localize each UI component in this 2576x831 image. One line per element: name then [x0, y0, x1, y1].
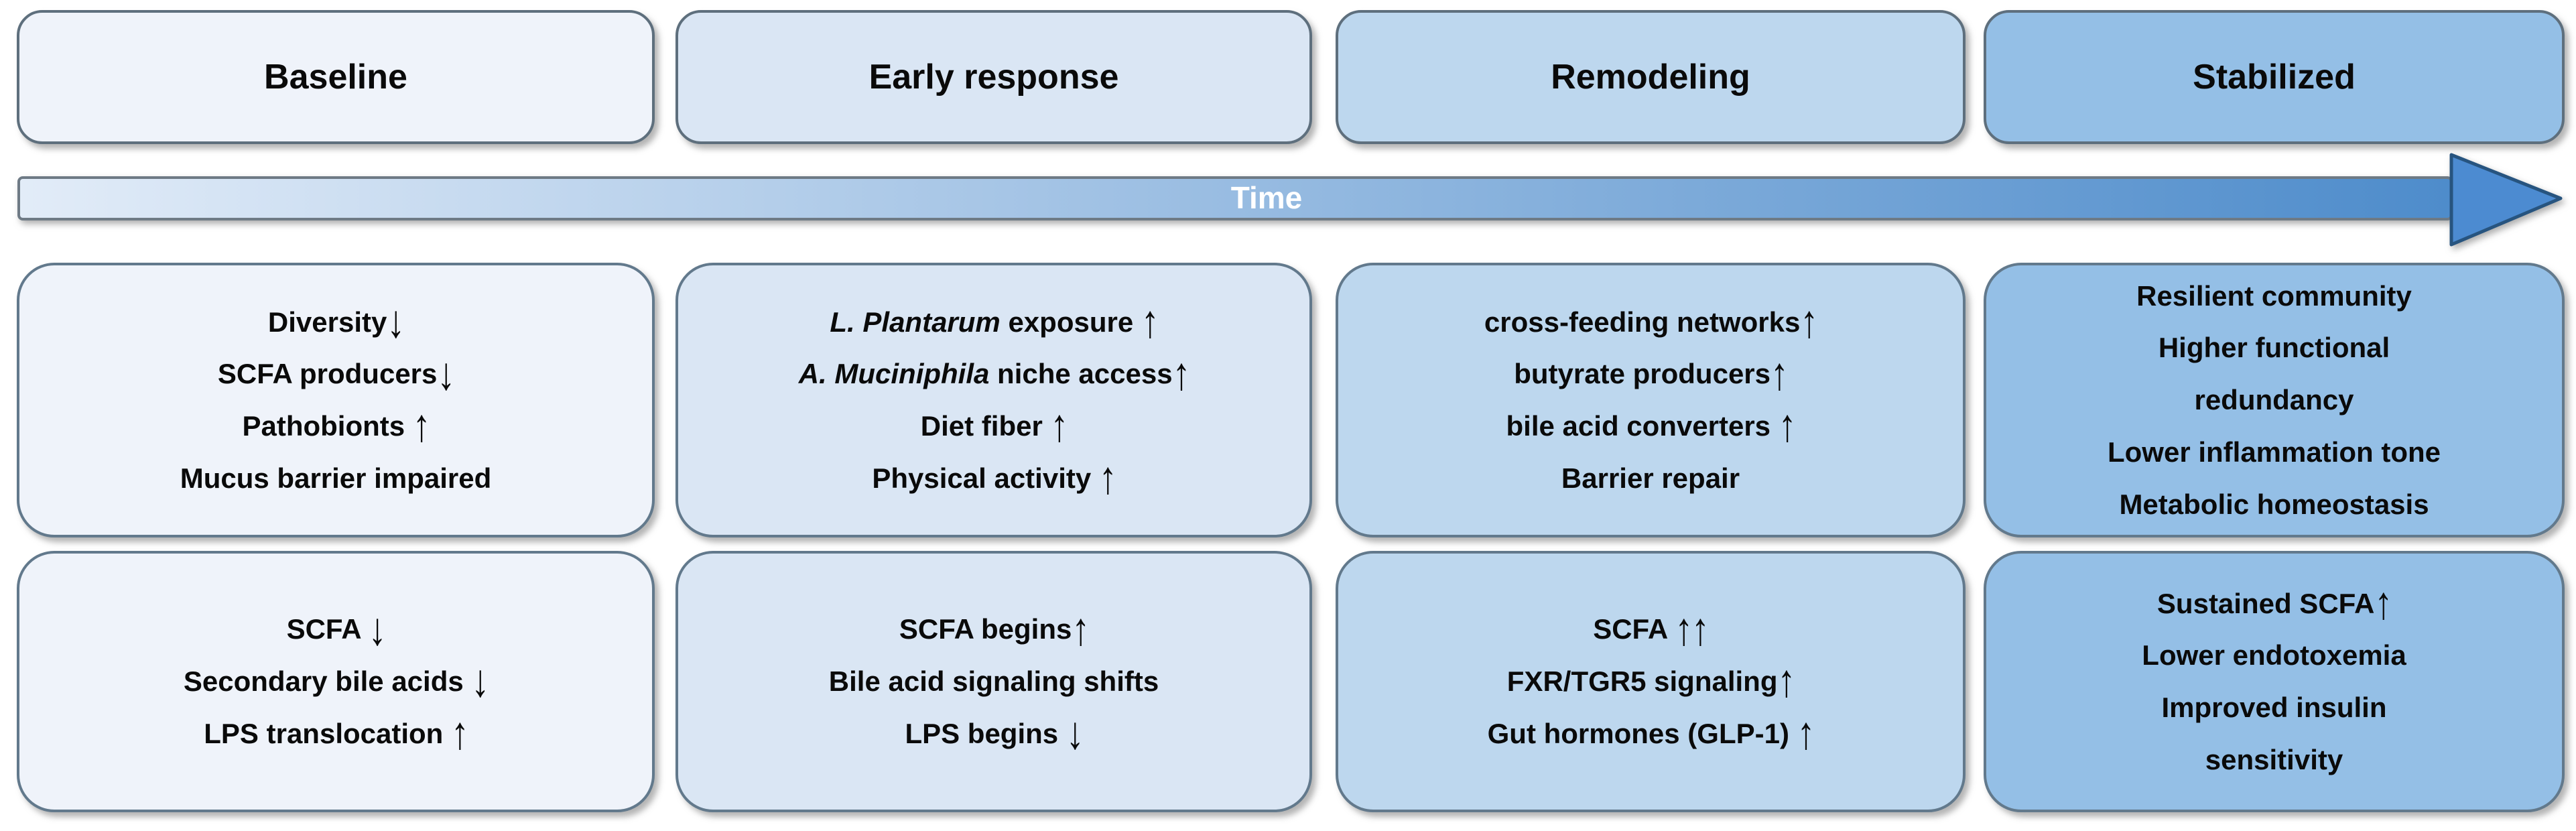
phase-header-stabilized: Stabilized — [1984, 10, 2565, 144]
box-text-line: A. Muciniphila niche access↑ — [798, 348, 1191, 399]
box-text-line: Bile acid signaling shifts — [828, 665, 1159, 698]
box-text-line: Gut hormones (GLP-1) ↑ — [1487, 707, 1815, 759]
time-arrow: Time — [17, 151, 2565, 249]
box-text-line: sensitivity — [2205, 743, 2343, 775]
box-text-line: SCFA ↑↑ — [1593, 603, 1710, 655]
box-text-line: Resilient community — [2136, 279, 2412, 312]
box-text-line: LPS translocation ↑ — [204, 707, 469, 759]
box-early-response-exposures: L. Plantarum exposure ↑A. Muciniphila ni… — [675, 263, 1312, 537]
phase-header-early-response: Early response — [675, 10, 1312, 144]
box-text-line: FXR/TGR5 signaling↑ — [1506, 655, 1796, 707]
phase-header-baseline: Baseline — [17, 10, 655, 144]
box-text-line: Pathobionts ↑ — [242, 399, 430, 452]
box-text-line: Secondary bile acids ↓ — [183, 655, 489, 707]
box-text-line: Mucus barrier impaired — [180, 462, 492, 494]
box-text-line: Metabolic homeostasis — [2119, 488, 2429, 520]
box-text-line: SCFA producers↓ — [217, 348, 455, 399]
box-baseline-metabolites: SCFA ↓Secondary bile acids ↓LPS transloc… — [17, 551, 655, 812]
box-text-line: Higher functional — [2158, 332, 2390, 364]
box-text-line: bile acid converters ↑ — [1506, 399, 1797, 452]
time-label: Time — [1230, 180, 1303, 215]
box-remodeling-networks: cross-feeding networks↑butyrate producer… — [1336, 263, 1966, 537]
box-text-line: redundancy — [2194, 384, 2354, 416]
box-remodeling-metabolites: SCFA ↑↑FXR/TGR5 signaling↑Gut hormones (… — [1336, 551, 1966, 812]
box-text-line: Barrier repair — [1561, 462, 1740, 494]
box-text-line: Physical activity ↑ — [872, 452, 1116, 504]
box-text-line: cross-feeding networks↑ — [1484, 296, 1818, 348]
box-text-line: L. Plantarum exposure ↑ — [830, 296, 1159, 348]
phase-header-label: Early response — [868, 58, 1119, 97]
box-text-line: LPS begins ↓ — [905, 707, 1084, 759]
box-text-line: SCFA begins↑ — [899, 603, 1090, 655]
box-text-line: Lower endotoxemia — [2142, 639, 2406, 672]
phase-header-label: Stabilized — [2193, 58, 2356, 97]
box-text-line: SCFA ↓ — [286, 603, 387, 655]
phase-header-remodeling: Remodeling — [1336, 10, 1966, 144]
phase-header-label: Baseline — [264, 58, 407, 97]
box-text-line: Lower inflammation tone — [2107, 436, 2441, 468]
time-arrow-graphic — [17, 153, 2563, 247]
box-text-line: Diversity↓ — [267, 296, 405, 348]
box-text-line: Diet fiber ↑ — [920, 399, 1069, 452]
box-text-line: Improved insulin — [2161, 692, 2387, 723]
box-text-line: Sustained SCFA↑ — [2156, 577, 2392, 629]
phase-header-label: Remodeling — [1551, 58, 1750, 97]
box-text-line: butyrate producers↑ — [1514, 348, 1789, 399]
box-baseline-community: Diversity↓SCFA producers↓Pathobionts ↑ Mu… — [17, 263, 655, 537]
